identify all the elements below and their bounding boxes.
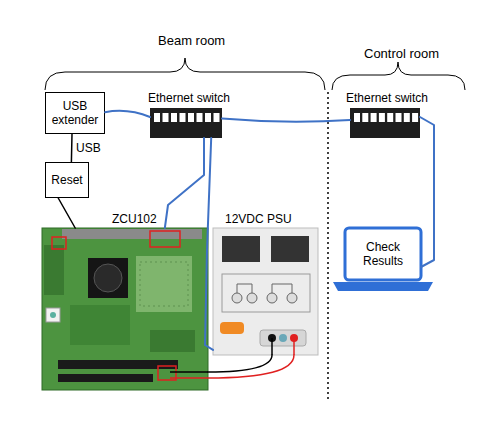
pcb-area <box>70 305 130 345</box>
node-text: Reset <box>51 173 82 187</box>
psu-display <box>222 236 260 262</box>
node-text: USB extender <box>46 99 104 127</box>
switch-port <box>154 113 160 122</box>
usb-extender-box: USB extender <box>45 92 105 134</box>
psu-knob <box>287 293 297 303</box>
psu-button <box>220 322 244 334</box>
psu-knob-stem <box>237 284 292 298</box>
power-wire-stub <box>170 371 208 373</box>
room-bracket <box>332 62 465 90</box>
highlight-box <box>150 231 180 247</box>
switch-port <box>171 113 177 122</box>
room-divider <box>327 92 329 402</box>
switch-body <box>150 108 222 138</box>
ethernet-switch: Ethernet switch <box>150 108 222 138</box>
board-switch <box>46 308 60 322</box>
laptop-screen <box>345 228 421 280</box>
switch-port <box>396 113 402 122</box>
node-text: Ethernet switch <box>346 91 428 105</box>
switch-port <box>188 113 194 122</box>
switch-port <box>197 113 203 122</box>
pcb-area <box>136 256 192 312</box>
node-text: 12VDC PSU <box>225 212 292 226</box>
switch-port <box>404 113 410 122</box>
switch-port <box>180 113 186 122</box>
psu-knob <box>232 293 242 303</box>
laptop-base <box>333 282 433 291</box>
board-switch-cap <box>50 312 56 318</box>
node-text: Ethernet switch <box>148 91 230 105</box>
cable-connector <box>58 198 75 228</box>
switch-port <box>205 113 211 122</box>
highlight-box <box>52 237 66 249</box>
ethernet-switch-device <box>150 108 222 138</box>
pcb <box>42 228 208 390</box>
power-supply: 12VDC PSU <box>213 228 318 355</box>
pcb-dots <box>140 262 188 306</box>
power-wire-stub <box>170 377 208 379</box>
connector-row <box>62 229 202 239</box>
pcb-area <box>150 330 195 352</box>
pcb-area <box>44 245 64 295</box>
cable-connector <box>222 119 350 122</box>
cable-connector <box>165 138 204 228</box>
ethernet-switch-device <box>350 108 420 138</box>
psu-knob <box>267 293 277 303</box>
cable-connector <box>420 117 434 267</box>
board-connector <box>58 374 153 382</box>
reset-box: Reset <box>45 162 89 198</box>
fpga-board <box>42 228 208 390</box>
laptop <box>333 228 433 291</box>
power-supply <box>213 228 318 355</box>
switch-port <box>354 113 360 122</box>
cable-connector <box>105 111 150 117</box>
cable-connector <box>208 355 294 378</box>
psu-body <box>213 228 318 355</box>
cable-connector <box>71 134 73 162</box>
switch-port <box>412 113 418 122</box>
psu-knob <box>247 293 257 303</box>
laptop-screen: Check Results <box>345 228 421 280</box>
node-text: ZCU102 <box>112 212 157 226</box>
psu-display <box>271 236 309 262</box>
cable-connector <box>205 138 213 350</box>
cable-connector <box>208 355 272 372</box>
power-wire-stub <box>293 338 295 355</box>
power-wire-stub <box>271 338 273 355</box>
switch-port <box>214 113 220 122</box>
fpga-board: ZCU102 <box>42 228 208 390</box>
switch-port <box>163 113 169 122</box>
switch-port <box>362 113 368 122</box>
board-connector <box>58 360 178 369</box>
psu-panel <box>222 274 310 312</box>
room-bracket <box>45 58 325 90</box>
fan <box>94 264 122 292</box>
switch-body <box>350 108 420 138</box>
switch-port <box>379 113 385 122</box>
node-text: Check Results <box>345 240 421 268</box>
heatsink <box>88 258 128 298</box>
psu-terminal-plate <box>260 330 306 346</box>
switch-port <box>387 113 393 122</box>
ethernet-switch: Ethernet switch <box>350 108 420 138</box>
room-label: Control room <box>364 47 439 61</box>
room-label: Beam room <box>158 34 225 48</box>
psu-terminal <box>279 334 287 342</box>
switch-port <box>371 113 377 122</box>
edge-label: USB <box>76 141 101 155</box>
